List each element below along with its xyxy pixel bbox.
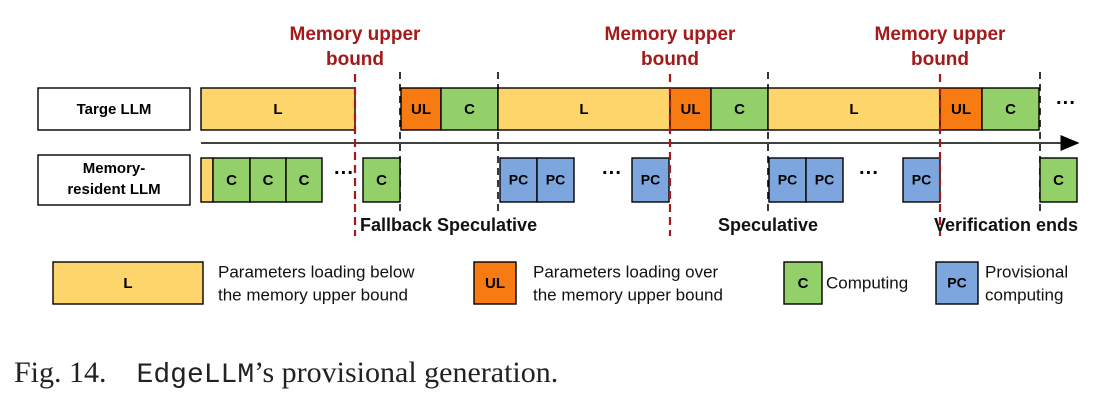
legend-provisional-swatch-label: PC [947, 275, 966, 291]
phase-fallback-speculative-label: Fallback Speculative [360, 215, 537, 235]
resident-provisional-block-5-label: PC [815, 172, 834, 188]
resident-compute-block-2-label: C [263, 172, 274, 189]
legend-provisional-text-line1: Provisional [985, 262, 1068, 281]
memory-bound-label-1-line1: Memory upper [290, 24, 422, 45]
resident-provisional-block-1 [499, 157, 538, 203]
target-ellipsis: ··· [1056, 92, 1076, 114]
resident-provisional-block-4-label: PC [778, 172, 797, 188]
memory-bound-label-2-line1: Memory upper [605, 24, 737, 45]
target-compute-block-3 [981, 87, 1040, 131]
legend-load-text-line2: the memory upper bound [218, 285, 408, 304]
memory-bound-label-3-line2: bound [911, 49, 969, 70]
resident-load-sliver [200, 157, 214, 203]
memory-bound-label-1-line2: bound [326, 49, 384, 70]
target-compute-block-1-label: C [464, 101, 475, 118]
legend-provisional-swatch [935, 261, 979, 305]
target-load-block-3 [767, 87, 941, 131]
target-compute-block-2 [710, 87, 769, 131]
target-llm-row-box [37, 87, 191, 131]
resident-compute-block-3-label: C [299, 172, 310, 189]
resident-llm-row-label-line2: resident LLM [67, 181, 160, 198]
target-load-block-2 [497, 87, 671, 131]
legend-load-over-swatch-label: UL [485, 275, 505, 292]
target-load-over-block-1-label: UL [411, 101, 431, 118]
caption-text: ’s provisional generation. [254, 356, 559, 389]
resident-compute-block-1-label: C [226, 172, 237, 189]
legend-load-over-text-line1: Parameters loading over [533, 262, 719, 281]
legend-load-text-line1: Parameters loading below [218, 262, 415, 281]
legend-provisional-text-line2: computing [985, 285, 1063, 304]
target-load-block-1 [200, 87, 356, 131]
resident-provisional-block-2 [536, 157, 575, 203]
target-llm-row-label: Targe LLM [77, 101, 152, 118]
legend-load-over-text-line2: the memory upper bound [533, 285, 723, 304]
target-load-block-2-label: L [579, 101, 588, 118]
legend-compute-swatch-label: C [798, 275, 809, 292]
resident-ellipsis-1: ··· [334, 162, 354, 184]
resident-ellipsis-3: ··· [859, 162, 879, 184]
resident-provisional-block-4 [768, 157, 807, 203]
target-compute-block-3-label: C [1005, 101, 1016, 118]
resident-provisional-block-5 [805, 157, 844, 203]
provisional-generation-diagram: Targe LLM Memory-resident LLM L UL C L UL C L UL C… [37, 24, 1080, 305]
resident-compute-block-3 [285, 157, 323, 203]
resident-compute-block-4-label: C [376, 172, 387, 189]
resident-compute-block-2 [249, 157, 287, 203]
target-load-block-3-label: L [849, 101, 858, 118]
resident-provisional-block-6 [902, 157, 941, 203]
resident-llm-row-label-line1: Memory- [83, 160, 146, 177]
phase-speculative-label: Speculative [718, 215, 818, 235]
resident-provisional-block-3 [631, 157, 670, 203]
target-load-over-block-2 [669, 87, 712, 131]
legend-compute-swatch [783, 261, 823, 305]
resident-provisional-block-2-label: PC [546, 172, 565, 188]
resident-compute-block-4 [362, 157, 401, 203]
figure-caption: Fig. 14. EdgeLLM’s provisional generation… [14, 356, 558, 391]
target-load-block-1-label: L [273, 101, 282, 118]
system-name: EdgeLLM [136, 360, 255, 391]
resident-compute-block-5 [1039, 157, 1078, 203]
target-compute-block-1 [440, 87, 499, 131]
resident-provisional-block-6-label: PC [912, 172, 931, 188]
legend-load-swatch [52, 261, 204, 305]
target-load-over-block-2-label: UL [681, 101, 701, 118]
legend-load-swatch-label: L [123, 275, 132, 292]
target-compute-block-2-label: C [734, 101, 745, 118]
legend-load-over-swatch [473, 261, 517, 305]
resident-provisional-block-1-label: PC [509, 172, 528, 188]
resident-ellipsis-2: ··· [602, 162, 622, 184]
target-load-over-block-3 [939, 87, 983, 131]
resident-provisional-block-3-label: PC [641, 172, 660, 188]
figure-number: Fig. 14. [14, 356, 107, 389]
legend-compute-text: Computing [826, 273, 908, 292]
target-load-over-block-3-label: UL [951, 101, 971, 118]
phase-verification-ends-label: Verification ends [934, 215, 1078, 235]
resident-llm-row-box [37, 154, 191, 206]
resident-compute-block-5-label: C [1053, 172, 1064, 189]
memory-bound-label-2-line2: bound [641, 49, 699, 70]
memory-bound-label-3-line1: Memory upper [875, 24, 1007, 45]
